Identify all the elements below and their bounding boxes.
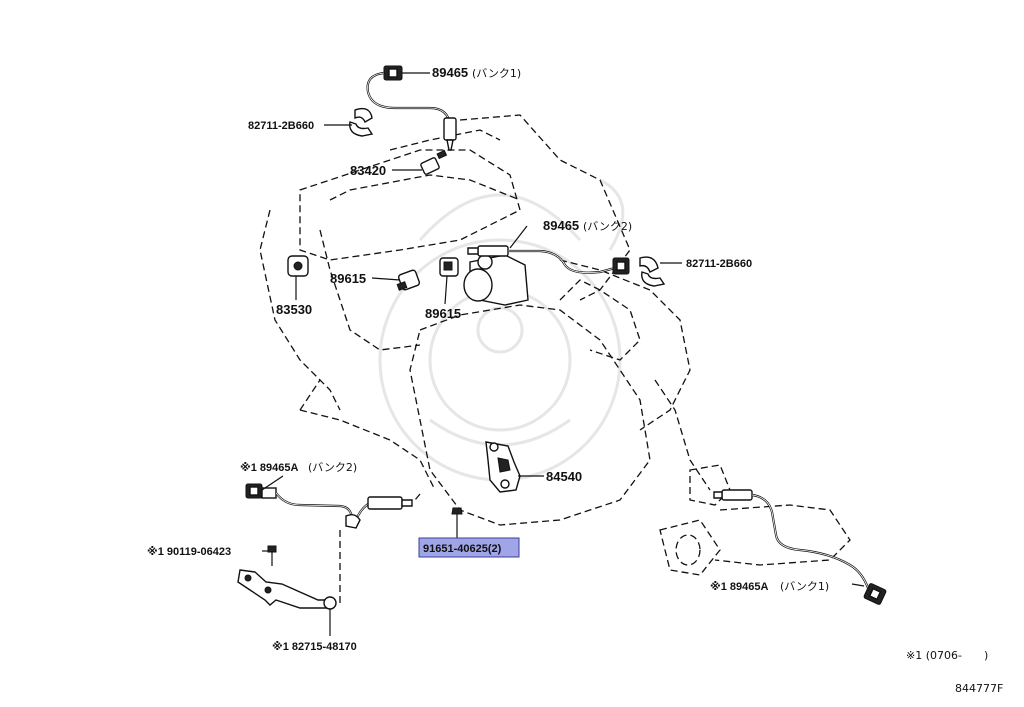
bracket-82715	[237, 569, 337, 610]
label-89465-bank1: 89465	[432, 65, 468, 80]
clamp-right	[639, 256, 666, 287]
clamp-left	[349, 107, 374, 137]
label-83420: 83420	[350, 163, 386, 178]
diagram-id: 844777F	[955, 682, 1003, 695]
label-82711-right: 82711-2B660	[686, 258, 752, 270]
label-90119: ※1 90119-06423	[147, 546, 231, 558]
clamp-lower-left	[345, 513, 361, 529]
temp-sensor-89615-b	[439, 257, 459, 277]
leader-lines	[261, 72, 865, 636]
temp-sensor-89615-a	[396, 269, 421, 291]
water-outlet	[463, 254, 529, 306]
label-84540: 84540	[546, 469, 582, 484]
o2-sensor-a-bank2[interactable]	[245, 483, 413, 529]
label-89465-bank2-note: (バンク2)	[583, 220, 632, 233]
label-89465a-bank2: ※1 89465A	[240, 462, 298, 474]
callout-labels: 89465 (バンク1) 82711-2B660 83420 89465 (バン…	[147, 65, 1003, 695]
o2-sensor-bank1-top[interactable]	[366, 65, 457, 151]
label-83530: 83530	[276, 302, 312, 317]
label-89465-bank2: 89465	[543, 218, 579, 233]
label-89465a-bank1: ※1 89465A	[710, 581, 768, 593]
label-89465a-bank2-note: (バンク2)	[308, 461, 357, 474]
label-82711-left: 82711-2B660	[248, 120, 314, 132]
sensor-83420	[420, 149, 448, 175]
label-89465a-bank1-note: (バンク1)	[780, 580, 829, 593]
label-89465-bank1-note: (バンク1)	[472, 67, 521, 80]
sensor-84540	[485, 441, 521, 493]
engine-outline	[259, 114, 711, 526]
exhaust-pipe	[659, 464, 851, 576]
label-89615-b: 89615	[425, 306, 461, 321]
switch-83530	[287, 255, 309, 277]
label-91651: 91651-40625(2)	[423, 543, 502, 555]
label-89615-a: 89615	[330, 271, 366, 286]
footnote: ※1 (0706- )	[906, 649, 988, 662]
label-82715: ※1 82715-48170	[272, 641, 357, 653]
o2-sensor-bank2-top[interactable]	[467, 245, 630, 275]
bolt-91651	[451, 507, 463, 520]
bolt-90119	[267, 545, 277, 566]
highlight-box	[418, 537, 520, 558]
o2-sensor-a-bank1[interactable]	[713, 489, 887, 605]
